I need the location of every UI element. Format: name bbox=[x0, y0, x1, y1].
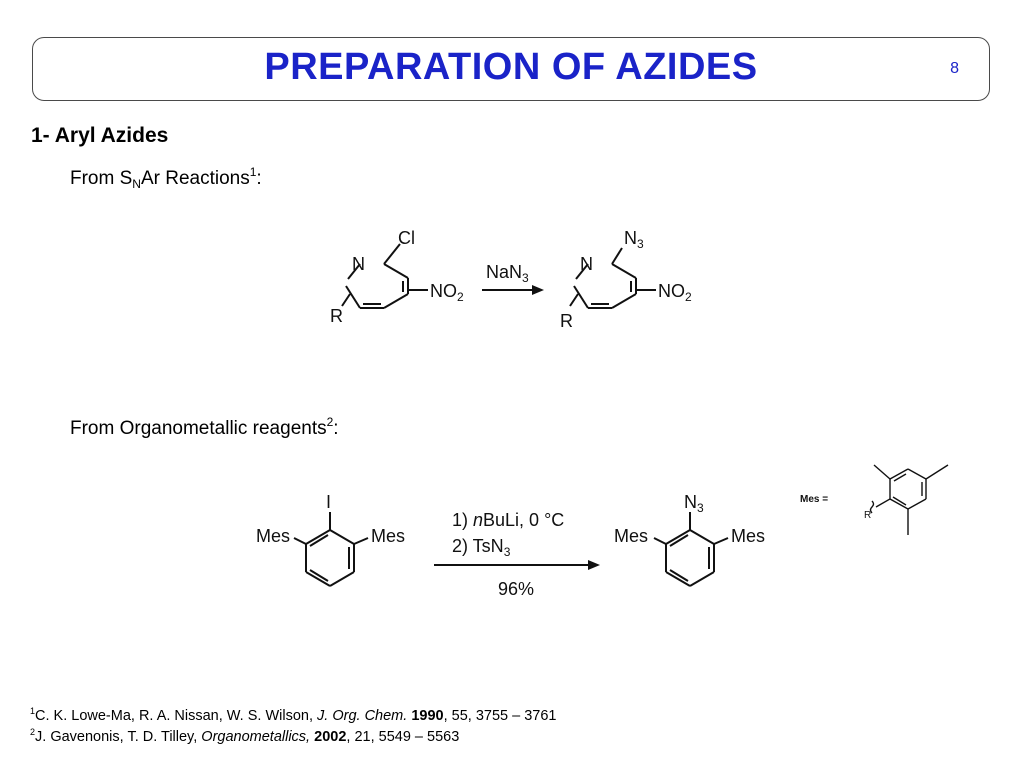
organometallic-subheading: From Organometallic reagents2: bbox=[70, 415, 339, 439]
snar-reactant-r: R bbox=[330, 306, 343, 326]
snar-product bbox=[569, 247, 656, 309]
om-product-mes-right: Mes bbox=[731, 526, 765, 546]
om-product bbox=[653, 512, 729, 587]
om-product-mes-left: Mes bbox=[614, 526, 648, 546]
mes-definition: Mes = R bbox=[800, 464, 949, 535]
snar-product-r: R bbox=[560, 311, 573, 331]
mes-structure bbox=[869, 464, 949, 535]
section-heading: 1- Aryl Azides bbox=[31, 124, 169, 147]
mes-def-label: Mes = bbox=[800, 494, 828, 505]
reference-1: 1C. K. Lowe-Ma, R. A. Nissan, W. S. Wils… bbox=[30, 706, 557, 725]
slide-title: PREPARATION OF AZIDES bbox=[264, 46, 758, 88]
snar-product-n: N bbox=[580, 254, 593, 274]
snar-product-n3: N3 bbox=[624, 228, 644, 251]
om-reactant-i: I bbox=[326, 492, 331, 512]
snar-reactant-n: N bbox=[352, 254, 365, 274]
om-reactant bbox=[293, 512, 369, 587]
reference-2: 2J. Gavenonis, T. D. Tilley, Organometal… bbox=[30, 727, 460, 746]
snar-reactant-no2: NO2 bbox=[430, 281, 464, 304]
snar-reactant bbox=[341, 243, 428, 309]
snar-reactant-cl: Cl bbox=[398, 228, 415, 248]
snar-subheading: From SNAr Reactions1: bbox=[70, 165, 262, 191]
snar-scheme: N Cl NO2 R NaN3 N N3 NO2 R bbox=[330, 228, 692, 331]
om-reactant-mes-right: Mes bbox=[371, 526, 405, 546]
om-yield: 96% bbox=[498, 579, 534, 599]
mes-def-r: R bbox=[864, 510, 871, 521]
organometallic-scheme: I Mes Mes 1) nBuLi, 0 °C 2) TsN3 96% N3 … bbox=[256, 492, 765, 599]
snar-reagent: NaN3 bbox=[486, 262, 529, 285]
om-step2: 2) TsN3 bbox=[452, 536, 511, 559]
om-arrow bbox=[434, 560, 600, 570]
om-reactant-mes-left: Mes bbox=[256, 526, 290, 546]
om-step1: 1) nBuLi, 0 °C bbox=[452, 510, 564, 530]
snar-arrow bbox=[482, 285, 544, 295]
references: 1C. K. Lowe-Ma, R. A. Nissan, W. S. Wils… bbox=[30, 706, 556, 748]
om-product-n3: N3 bbox=[684, 492, 704, 515]
title-box: PREPARATION OF AZIDES 8 bbox=[32, 37, 990, 101]
page-number: 8 bbox=[950, 60, 959, 77]
snar-product-no2: NO2 bbox=[658, 281, 692, 304]
